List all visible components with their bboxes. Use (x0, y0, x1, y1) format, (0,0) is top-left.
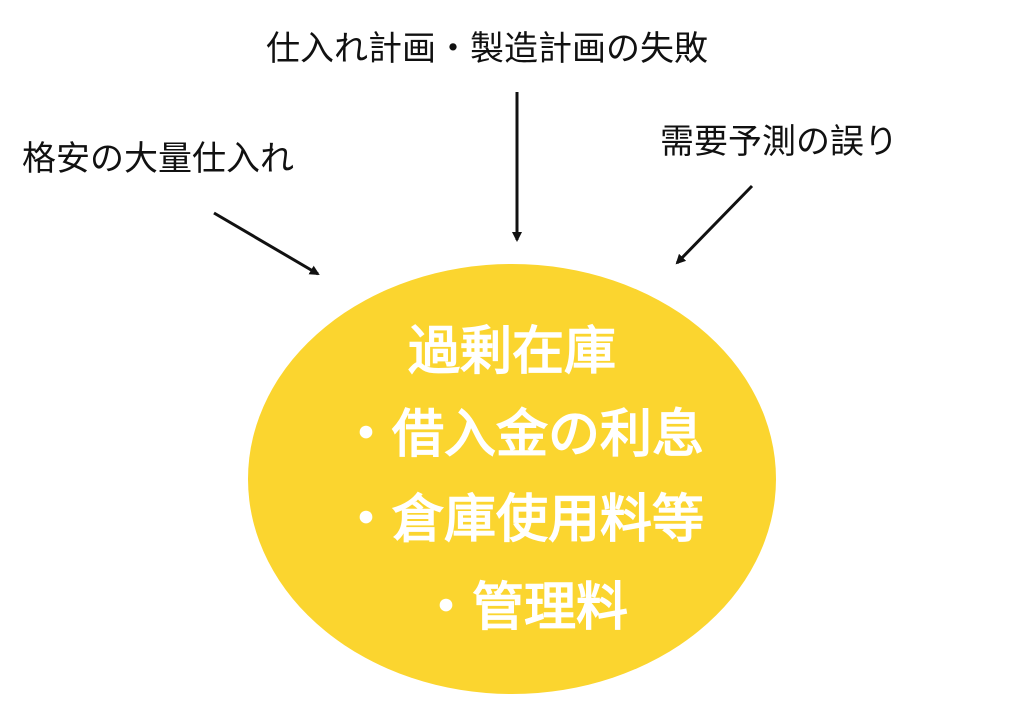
cause-label-planning-failure: 仕入れ計画・製造計画の失敗 (266, 29, 708, 69)
excess-inventory-ellipse (248, 264, 776, 694)
arrow-right (675, 184, 754, 265)
center-title: 過剰在庫 (408, 322, 617, 382)
cause-label-demand-forecast: 需要予測の誤り (660, 122, 898, 162)
cost-item-management: ・管理料 (420, 578, 629, 638)
cost-item-interest: ・借入金の利息 (340, 405, 705, 465)
center-text-block: 過剰在庫 ・借入金の利息 ・倉庫使用料等 ・管理料 (248, 264, 776, 694)
arrow-left (213, 211, 320, 276)
cost-item-warehouse: ・倉庫使用料等 (340, 490, 705, 550)
cause-label-bulk-purchase: 格安の大量仕入れ (22, 139, 294, 179)
